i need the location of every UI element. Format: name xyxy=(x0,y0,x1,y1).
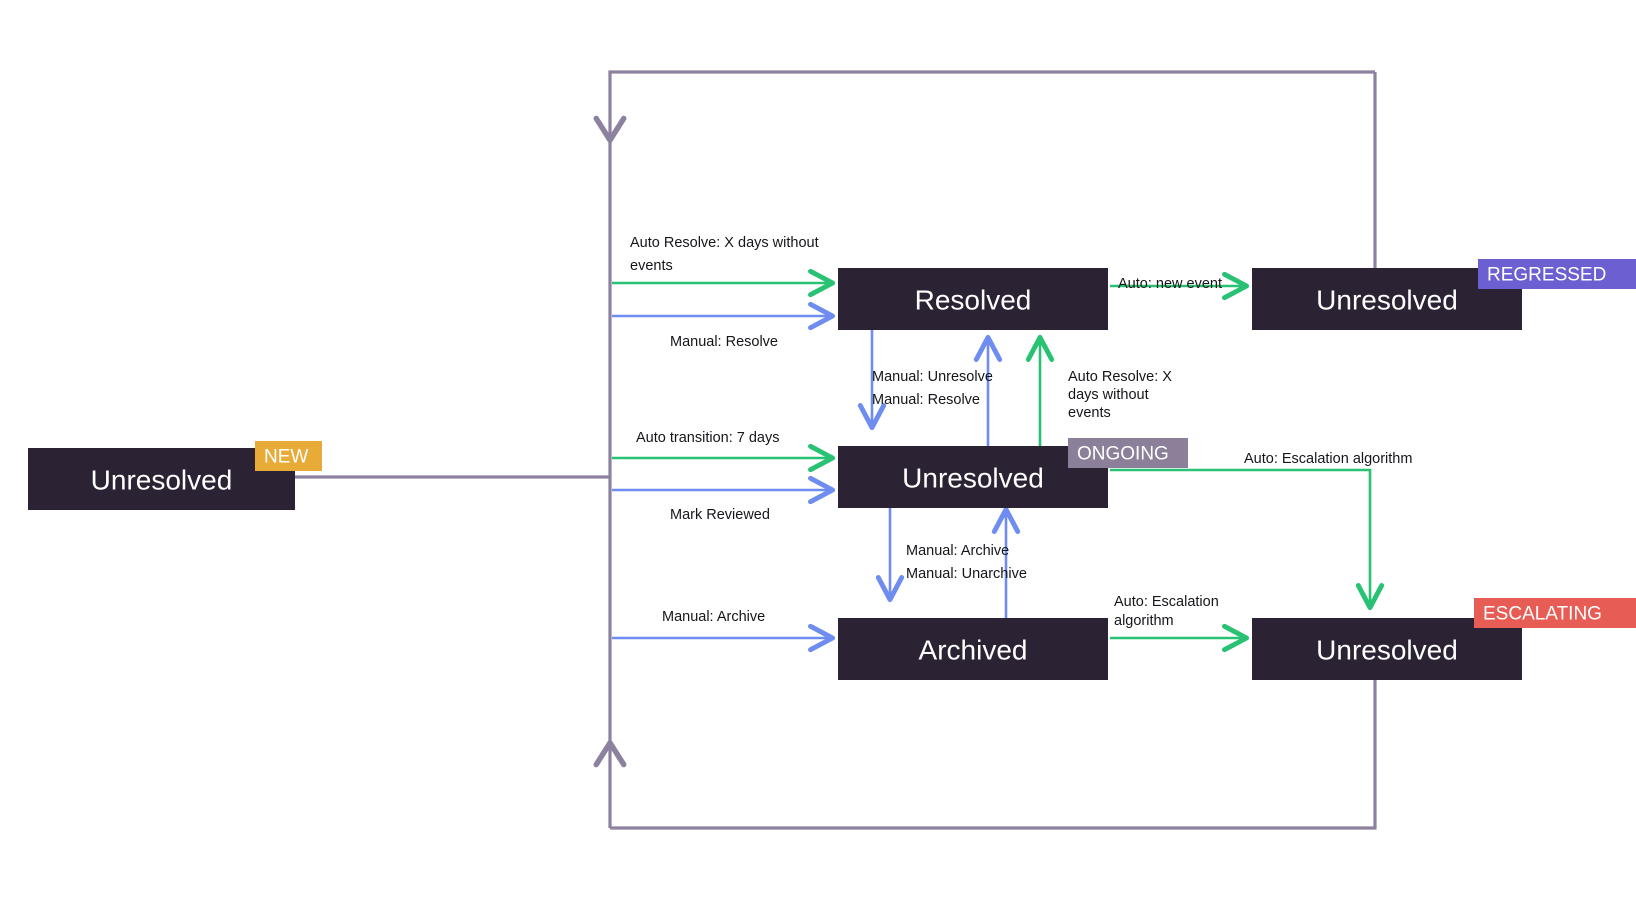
badge-new-label: NEW xyxy=(264,447,308,468)
node-regressed-rect[interactable] xyxy=(1252,268,1522,330)
badge-ongoing-label: ONGOING xyxy=(1077,444,1169,465)
node-new-rect[interactable] xyxy=(28,448,295,510)
badge-escalating-label: ESCALATING xyxy=(1483,604,1602,625)
node-archived-label: Archived xyxy=(919,635,1028,666)
node-new[interactable]: Unresolved xyxy=(28,448,295,510)
node-new-label: Unresolved xyxy=(91,465,233,496)
node-escalating-label: Unresolved xyxy=(1316,635,1458,666)
edge-label-manual-archive-unarchive-pair: Manual: Archive Manual: Unarchive xyxy=(906,543,1027,582)
edge-label-line-2: events xyxy=(630,258,673,274)
edge-label-manual-archive-in: Manual: Archive xyxy=(662,609,765,625)
edge-label-auto-transition-7-days: Auto transition: 7 days xyxy=(636,430,779,446)
edge-label-line-1: Manual: Archive xyxy=(662,609,765,625)
edge-label-manual-unresolve-resolve-pair: Manual: Unresolve Manual: Resolve xyxy=(872,369,993,408)
edge-escalating-loop-right-leg xyxy=(610,680,1377,830)
node-resolved-rect[interactable] xyxy=(838,268,1108,330)
badge-regressed-rect xyxy=(1478,259,1636,289)
edge-label-line-1: Auto Resolve: X xyxy=(1068,369,1172,385)
node-ongoing-rect[interactable] xyxy=(838,446,1108,508)
edge-label-line-3: events xyxy=(1068,405,1111,421)
node-escalating[interactable]: Unresolved xyxy=(1252,618,1522,680)
node-archived[interactable]: Archived xyxy=(838,618,1108,680)
edge-label-line-1: Auto: Escalation algorithm xyxy=(1244,451,1412,467)
edge-label-auto-new-event: Auto: new event xyxy=(1118,276,1222,292)
edge-label-line-1: Mark Reviewed xyxy=(670,507,770,523)
edge-label-line-1: Auto: new event xyxy=(1118,276,1222,292)
badge-regressed-label: REGRESSED xyxy=(1487,265,1606,286)
badge-new-rect xyxy=(255,441,322,471)
status-badge-regressed: REGRESSED xyxy=(1478,259,1636,289)
edge-label-line-1: Auto Resolve: X days without xyxy=(630,235,819,251)
edge-label-auto-resolve-x-days-mid: Auto Resolve: X days without events xyxy=(1068,369,1172,421)
auto-transition-edges xyxy=(612,268,1385,653)
edge-label-line-2: Manual: Resolve xyxy=(872,392,980,408)
node-ongoing-label: Unresolved xyxy=(902,463,1044,494)
edge-label-auto-escalation-top: Auto: Escalation algorithm xyxy=(1244,451,1412,467)
edge-label-mark-reviewed: Mark Reviewed xyxy=(670,507,770,523)
node-escalating-rect[interactable] xyxy=(1252,618,1522,680)
edge-label-line-2: Manual: Unarchive xyxy=(906,566,1027,582)
edge-label-line-1: Manual: Unresolve xyxy=(872,369,993,385)
node-regressed-label: Unresolved xyxy=(1316,285,1458,316)
node-ongoing[interactable]: Unresolved xyxy=(838,446,1108,508)
status-badge-new: NEW xyxy=(255,441,322,471)
edge-auto-escalation-ongoing-to-escalating xyxy=(1110,468,1385,611)
badge-ongoing-rect xyxy=(1068,438,1188,468)
node-regressed[interactable]: Unresolved xyxy=(1252,268,1522,330)
node-archived-rect[interactable] xyxy=(838,618,1108,680)
manual-transition-edges xyxy=(612,301,1021,653)
edge-regressed-loopback-top xyxy=(593,70,1375,143)
edge-label-line-1: Auto: Escalation xyxy=(1114,594,1219,610)
edge-label-line-1: Manual: Archive xyxy=(906,543,1009,559)
edge-label-auto-resolve-x-days-top: Auto Resolve: X days without events xyxy=(630,235,819,274)
status-badge-ongoing: ONGOING xyxy=(1068,438,1188,468)
edge-label-line-1: Auto transition: 7 days xyxy=(636,430,779,446)
edge-label-line-2: days without xyxy=(1068,387,1149,403)
node-resolved-label: Resolved xyxy=(915,285,1032,316)
edge-label-manual-resolve: Manual: Resolve xyxy=(670,334,778,350)
badge-escalating-rect xyxy=(1474,598,1636,628)
node-resolved[interactable]: Resolved xyxy=(838,268,1108,330)
edge-label-line-1: Manual: Resolve xyxy=(670,334,778,350)
flow-loop-edges xyxy=(295,70,1377,830)
edge-label-auto-escalation-bottom: Auto: Escalation algorithm xyxy=(1114,594,1219,629)
status-badge-escalating: ESCALATING xyxy=(1474,598,1636,628)
edge-label-line-2: algorithm xyxy=(1114,613,1174,629)
